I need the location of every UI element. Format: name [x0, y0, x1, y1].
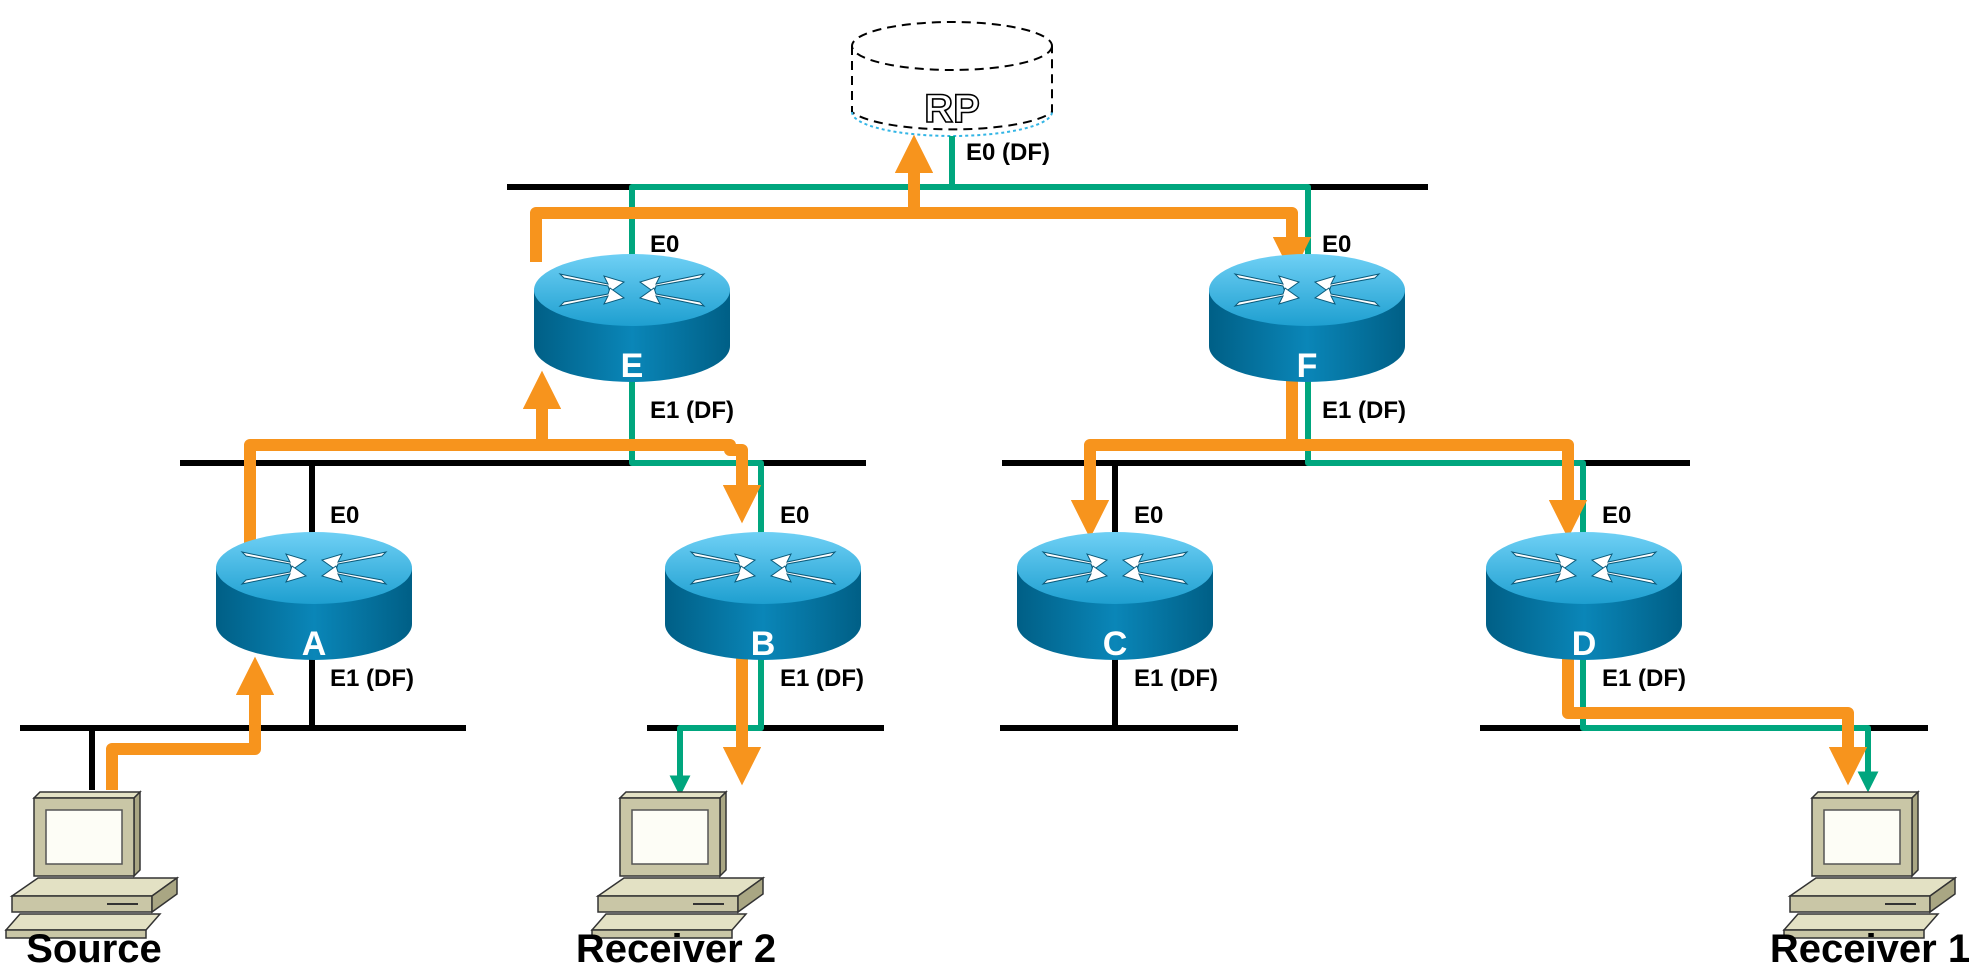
router-d-letter: D: [1572, 625, 1597, 663]
router-e-letter: E: [621, 347, 644, 385]
router-b-lower-label: E1 (DF): [780, 665, 864, 692]
router-d-lower-label: E1 (DF): [1602, 665, 1686, 692]
router-b-letter: B: [751, 625, 776, 663]
source-label: Source: [26, 927, 162, 971]
router-c[interactable]: C: [1016, 531, 1214, 663]
router-a-upper-label: E0: [330, 502, 359, 529]
rp-label: RP: [924, 87, 980, 131]
router-d-upper-label: E0: [1602, 502, 1631, 529]
router-a-letter: A: [302, 625, 327, 663]
router-a-lower-label: E1 (DF): [330, 665, 414, 692]
rp-node: RP: [851, 21, 1053, 137]
router-c-upper-label: E0: [1134, 502, 1163, 529]
source-host[interactable]: [5, 791, 178, 939]
source-traffic-path: [106, 134, 1868, 790]
router-a[interactable]: A: [215, 531, 413, 663]
rp-interface-label: E0 (DF): [966, 139, 1050, 166]
receiver1-host[interactable]: [1783, 791, 1956, 939]
router-e[interactable]: E: [533, 253, 731, 385]
router-c-letter: C: [1103, 625, 1128, 663]
router-d[interactable]: D: [1485, 531, 1683, 663]
router-f-lower-label: E1 (DF): [1322, 397, 1406, 424]
router-b-upper-label: E0: [780, 502, 809, 529]
router-f-upper-label: E0: [1322, 231, 1351, 258]
router-e-upper-label: E0: [650, 231, 679, 258]
router-f[interactable]: F: [1208, 253, 1406, 385]
router-e-lower-label: E1 (DF): [650, 397, 734, 424]
router-b[interactable]: B: [664, 531, 862, 663]
receiver2-host[interactable]: [591, 791, 764, 939]
receiver2-label: Receiver 2: [576, 927, 776, 971]
router-f-letter: F: [1297, 347, 1318, 385]
receiver1-label: Receiver 1: [1770, 927, 1970, 971]
router-c-lower-label: E1 (DF): [1134, 665, 1218, 692]
interface-labels: E0 (DF) E0 E1 (DF) E0 E1 (DF) E0 E1 (DF)…: [330, 139, 1686, 692]
